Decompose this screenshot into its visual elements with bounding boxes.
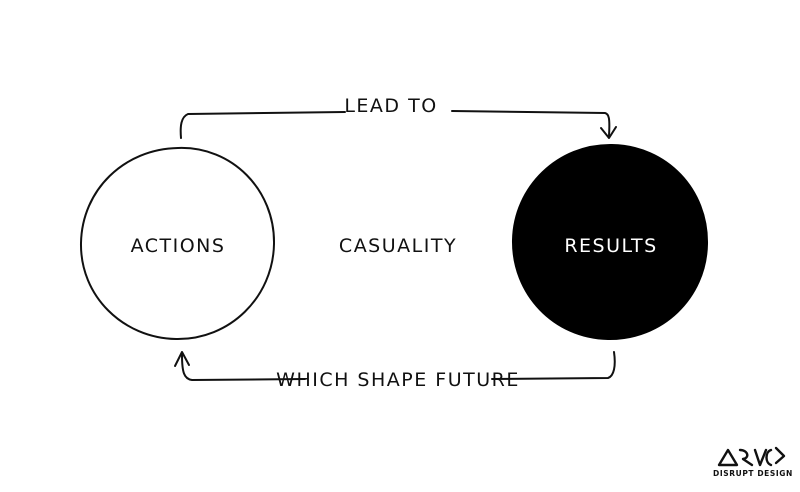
node-actions: ACTIONS bbox=[79, 146, 276, 341]
arrow-bottom-label: WHICH SHAPE FUTURE bbox=[276, 369, 520, 391]
node-results: RESULTS bbox=[511, 143, 709, 341]
arrow-bottom-right-segment bbox=[491, 351, 616, 380]
node-actions-label: ACTIONS bbox=[131, 235, 226, 257]
arrow-which-shape-future: WHICH SHAPE FUTURE bbox=[174, 351, 616, 391]
arrowhead-up-icon bbox=[174, 351, 190, 367]
arrow-lead-to: LEAD TO bbox=[179, 95, 617, 139]
node-results-label: RESULTS bbox=[564, 235, 657, 257]
arrow-lead-to-right-segment bbox=[451, 110, 611, 137]
brand-logo: DISRUPT DESIGN bbox=[713, 446, 793, 478]
node-actions-circle bbox=[79, 146, 276, 341]
arrow-bottom-left-segment bbox=[181, 354, 306, 381]
brand-mark-icon bbox=[717, 446, 786, 467]
node-results-circle bbox=[511, 143, 709, 341]
center-label: CASUALITY bbox=[339, 235, 457, 257]
brand-name: DISRUPT DESIGN bbox=[713, 469, 793, 478]
arrow-lead-to-left-segment bbox=[179, 111, 346, 139]
arrow-lead-to-label: LEAD TO bbox=[344, 95, 437, 117]
arrowhead-down-icon bbox=[600, 126, 617, 139]
